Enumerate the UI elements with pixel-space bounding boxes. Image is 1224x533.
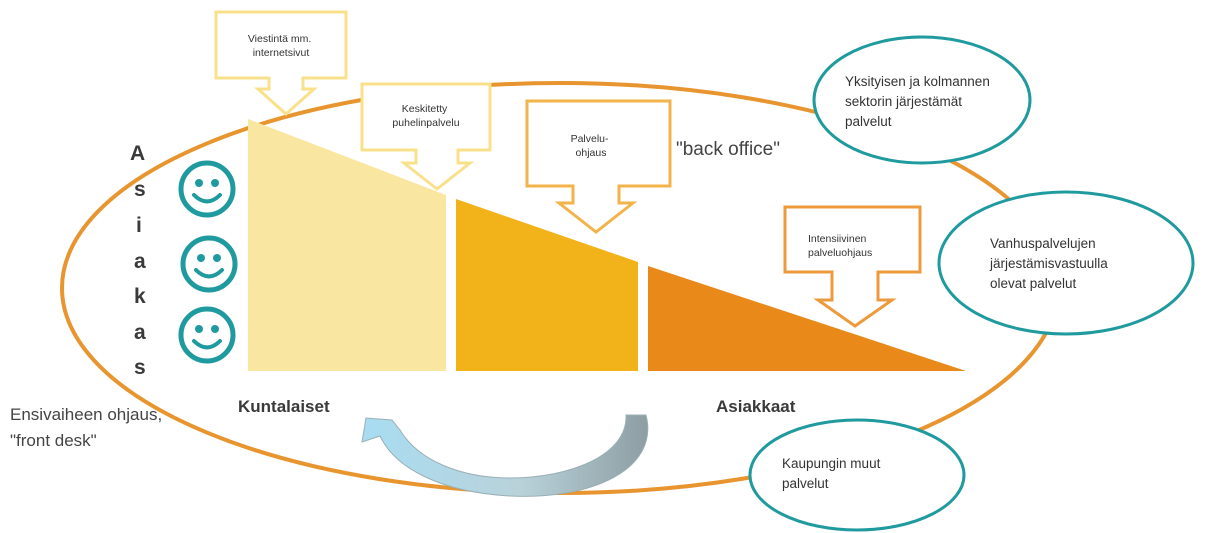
callout-keskitetty-line2: puhelinpalvelu [392, 117, 459, 129]
curved-arrow-icon [361, 414, 649, 497]
svg-text:Yksityisen ja kolmannen: Yksityisen ja kolmannen sektorin järjest… [845, 74, 994, 129]
callout-intensiivinen-line1: Intensiivinen [808, 233, 867, 245]
callout-palveluohjaus-line1: Palvelu- [571, 133, 609, 145]
smiley-face-icon [178, 160, 236, 218]
callout-viestinta-line2: internetsivut [253, 47, 310, 59]
callout-keskitetty-line1: Keskitetty [402, 103, 448, 115]
segment-palveluohjaus [456, 199, 638, 371]
letter-a3: a [134, 321, 146, 344]
bubble-kaupungin: Kaupungin muut palvelut [748, 418, 966, 532]
bubble-yksityisen-line2: sektorin järjestämät [845, 94, 962, 109]
smiley-face-icon [178, 306, 236, 364]
bubble-vanhuspalvelujen: Vanhuspalvelujen järjestämisvastuulla ol… [937, 190, 1195, 336]
callout-keskitetty: Keskitetty puhelinpalvelu [360, 82, 492, 191]
smiley-face-icon [180, 235, 238, 293]
back-office-label: "back office" [676, 139, 780, 160]
label-kuntalaiset: Kuntalaiset [238, 397, 330, 416]
callout-viestinta-line1: Viestintä mm. [248, 33, 311, 45]
letter-s1: s [134, 178, 146, 201]
letter-k: k [134, 285, 146, 308]
svg-text:Viestintä mm. internetsi: Viestintä mm. internetsivut [248, 33, 314, 59]
svg-text:Palvelu- ohjaus: Palvelu- ohjaus [571, 133, 612, 159]
segment-asiakkaat [648, 266, 966, 371]
callout-viestinta: Viestintä mm. internetsivut [214, 10, 348, 117]
callout-palveluohjaus: Palvelu- ohjaus [525, 99, 672, 234]
bubble-kaupungin-line2: palvelut [782, 476, 829, 491]
segment-kuntalaiset [248, 119, 446, 371]
letter-a2: a [134, 250, 146, 273]
front-desk-line2: "front desk" [10, 431, 97, 450]
bubble-vanhuspalvelujen-line2: järjestämisvastuulla [989, 256, 1108, 271]
callout-intensiivinen-line2: palveluohjaus [808, 247, 872, 259]
letter-s2: s [134, 356, 146, 379]
bubble-yksityisen: Yksityisen ja kolmannen sektorin järjest… [812, 35, 1032, 165]
letter-i: i [136, 214, 142, 237]
front-desk-line1: Ensivaiheen ohjaus, [10, 405, 162, 424]
bubble-vanhuspalvelujen-line1: Vanhuspalvelujen [990, 236, 1096, 251]
svg-text:Ensivaiheen ohjaus, "front: Ensivaiheen ohjaus, "front desk" [10, 405, 167, 450]
letter-a1: A [130, 142, 145, 165]
svg-text:Kaupungin muut palvelut: Kaupungin muut palvelut [782, 456, 884, 491]
bubble-yksityisen-line1: Yksityisen ja kolmannen [845, 74, 990, 89]
callout-palveluohjaus-line2: ohjaus [576, 147, 607, 159]
label-asiakkaat: Asiakkaat [716, 397, 796, 416]
bubble-yksityisen-line3: palvelut [845, 114, 892, 129]
svg-text:Vanhuspalvelujen järjest: Vanhuspalvelujen järjestämisvastuulla ol… [989, 236, 1112, 291]
svg-text:Intensiivinen palveluohj: Intensiivinen palveluohjaus [808, 233, 872, 259]
bubble-kaupungin-line1: Kaupungin muut [782, 456, 881, 471]
callout-intensiivinen: Intensiivinen palveluohjaus [783, 205, 922, 328]
svg-text:Keskitetty puhelinpalvel: Keskitetty puhelinpalvelu [392, 103, 459, 129]
bubble-vanhuspalvelujen-line3: olevat palvelut [990, 276, 1077, 291]
vertical-asiakas: A s i a k a s [130, 142, 146, 379]
